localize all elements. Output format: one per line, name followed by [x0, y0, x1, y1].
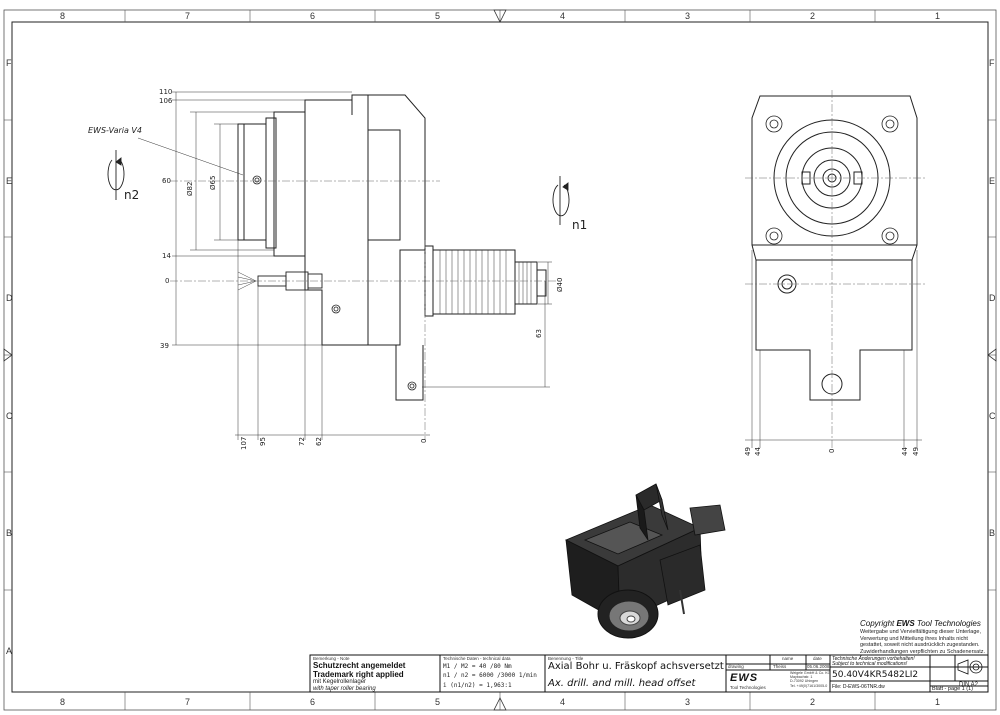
note-line-1: Schutzrecht angemeldet — [313, 661, 406, 670]
tech-line-3: i (n1/n2) = 1,963:1 — [443, 682, 512, 689]
dim-95: 95 — [259, 437, 267, 446]
tech-line-2: n1 / n2 = 6000 /3000 1/min — [443, 672, 537, 679]
desc-header: Benennung - Title — [548, 656, 584, 661]
drawn-date: 05.06.2008 — [807, 664, 830, 669]
dim-d82: Ø82 — [186, 181, 194, 196]
file-name: File: D-EWS-06TNR.dw — [832, 684, 885, 690]
row-drawing: drawing — [728, 664, 744, 669]
dim-0-left: 0 — [165, 277, 170, 285]
copyright-notice: Copyright EWS Tool Technologies Weiterga… — [860, 619, 990, 655]
note-line-4: with taper roller bearing — [313, 686, 376, 692]
zone-col-5-bottom: 5 — [435, 697, 441, 707]
front-dim-0: 0 — [828, 448, 836, 453]
notice-en: Subject to technical modifications! — [832, 661, 908, 667]
copyright-line: Zuwiderhandlungen verpflichten zu Schade… — [860, 648, 986, 655]
notice-de: Technische Änderungen vorbehalten! — [832, 656, 915, 662]
front-dim-44-right: 44 — [901, 447, 909, 456]
ews-address: Weigele GmbH & Co. KG Maybachstr. 1 D-73… — [790, 671, 831, 688]
zone-row-e: E — [6, 176, 13, 186]
zone-row-e-right: E — [989, 176, 996, 186]
dim-39: 39 — [160, 342, 169, 350]
drawn-by: Theiss — [773, 664, 787, 669]
ews-logo-sub: Tool Technologies — [730, 685, 766, 690]
rotation-label-n2: n2 — [124, 188, 140, 202]
zone-row-c: C — [6, 411, 13, 421]
dim-d40: Ø40 — [556, 277, 564, 292]
tech-header: Technische Daten - technical data — [443, 656, 511, 661]
sheet-number: Blatt - page 1 (1) — [932, 686, 973, 692]
desc-de: Axial Bohr u. Fräskopf achsversetzt — [548, 661, 724, 672]
zone-col-3-bottom: 3 — [685, 697, 691, 707]
zone-col-4-bottom: 4 — [560, 697, 566, 707]
zone-col-2: 2 — [810, 11, 816, 21]
zone-col-5: 5 — [435, 11, 441, 21]
zone-col-7-bottom: 7 — [185, 697, 191, 707]
copyright-line: Weitergabe und Vervielfältigung dieser U… — [860, 629, 981, 635]
ews-logo: EWS — [730, 672, 759, 684]
zone-col-4: 4 — [560, 11, 566, 21]
col-name: name — [782, 656, 794, 661]
zone-row-a: A — [6, 646, 13, 656]
zone-row-b: B — [6, 528, 13, 538]
dim-62: 62 — [315, 437, 323, 446]
note-header: Bemerkung - Note — [313, 656, 350, 661]
front-dim-49-right: 49 — [912, 447, 920, 456]
desc-en: Ax. drill. and mill. head offset — [548, 678, 696, 689]
dim-60: 60 — [162, 177, 171, 185]
part-number: 50.40V4KR5482LI2 — [832, 670, 919, 680]
dim-63: 63 — [535, 329, 543, 338]
zone-col-3: 3 — [685, 11, 691, 21]
zone-row-d: D — [6, 293, 13, 303]
copyright-line: Verwertung und Mitteilung ihres Inhalts … — [860, 635, 968, 642]
dim-0-bottom: 0 — [420, 438, 428, 443]
zone-row-c-right: C — [989, 411, 996, 421]
front-dim-49-left: 49 — [744, 447, 752, 456]
zone-row-f: F — [6, 58, 12, 68]
front-dim-44-left: 44 — [754, 447, 762, 456]
dim-107: 107 — [240, 436, 248, 450]
zone-row-f-right: F — [989, 58, 995, 68]
tech-line-1: M1 / M2 = 40 /80 Nm — [443, 663, 512, 670]
rotation-label-n1: n1 — [572, 218, 588, 232]
zone-col-1: 1 — [935, 11, 941, 21]
paper-format: DIN A2 — [959, 682, 979, 688]
zone-row-d-right: D — [989, 293, 996, 303]
zone-col-6-bottom: 6 — [310, 697, 316, 707]
copyright-line: gestattet, soweit nicht ausdrücklich zug… — [860, 642, 980, 648]
dim-14: 14 — [162, 252, 171, 260]
dim-d65: Ø65 — [209, 175, 217, 190]
dim-106: 106 — [159, 97, 173, 105]
callout-label: EWS-Varia V4 — [88, 126, 142, 135]
note-line-2: Trademark right applied — [313, 670, 404, 679]
zone-col-2-bottom: 2 — [810, 697, 816, 707]
zone-row-b-right: B — [989, 528, 996, 538]
dim-110: 110 — [159, 88, 173, 96]
copyright-title: Copyright EWS Tool Technologies — [860, 619, 981, 628]
note-line-3: mit Kegelrollenlager — [313, 679, 367, 685]
zone-col-1-bottom: 1 — [935, 697, 941, 707]
zone-col-6: 6 — [310, 11, 316, 21]
col-date: date — [813, 656, 822, 661]
dim-72: 72 — [298, 437, 306, 446]
zone-col-8: 8 — [60, 11, 66, 21]
zone-col-7: 7 — [185, 11, 191, 21]
zone-col-8-bottom: 8 — [60, 697, 66, 707]
